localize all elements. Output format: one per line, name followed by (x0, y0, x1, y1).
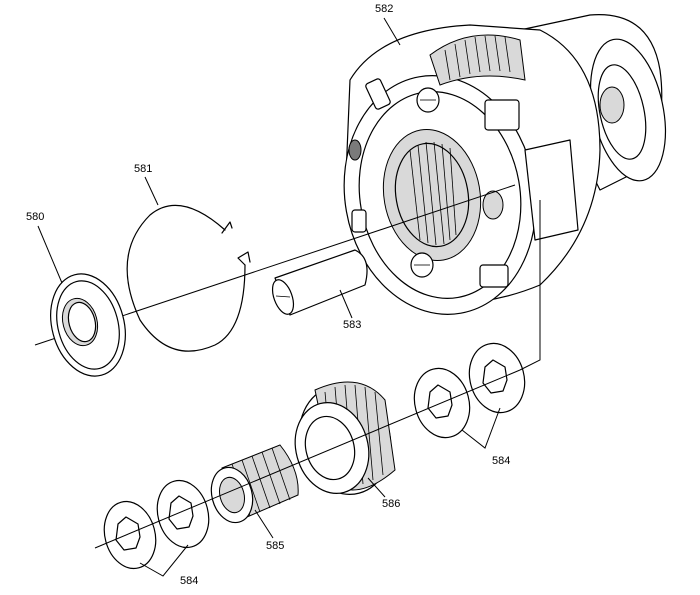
callout-584-left: 584 (180, 575, 199, 587)
pin-583 (271, 249, 368, 316)
housing-to-washer-leader (519, 200, 541, 371)
leader-585 (254, 509, 274, 539)
callout-586: 586 (382, 498, 401, 510)
leader-583 (339, 289, 353, 319)
leader-582 (383, 17, 401, 46)
callout-584-right: 584 (492, 455, 511, 467)
leader-586 (367, 477, 386, 498)
leader-584-right (461, 407, 501, 449)
callout-583: 583 (343, 319, 362, 331)
lower-axis-line (94, 369, 521, 549)
callout-582: 582 (375, 3, 394, 15)
snap-ring-581 (126, 204, 251, 352)
spline-hub-585 (210, 444, 299, 524)
differential-housing-582 (343, 14, 666, 315)
callout-580: 580 (26, 211, 45, 223)
leader-581 (144, 176, 159, 206)
thrust-washers-584-right (413, 342, 526, 439)
callout-585: 585 (266, 540, 285, 552)
side-gear-586 (294, 381, 396, 495)
callout-581: 581 (134, 163, 153, 175)
thrust-washers-584-left (103, 479, 210, 570)
thrust-washer-580 (50, 273, 126, 377)
leader-584-left (139, 544, 189, 577)
leader-580 (37, 225, 63, 284)
